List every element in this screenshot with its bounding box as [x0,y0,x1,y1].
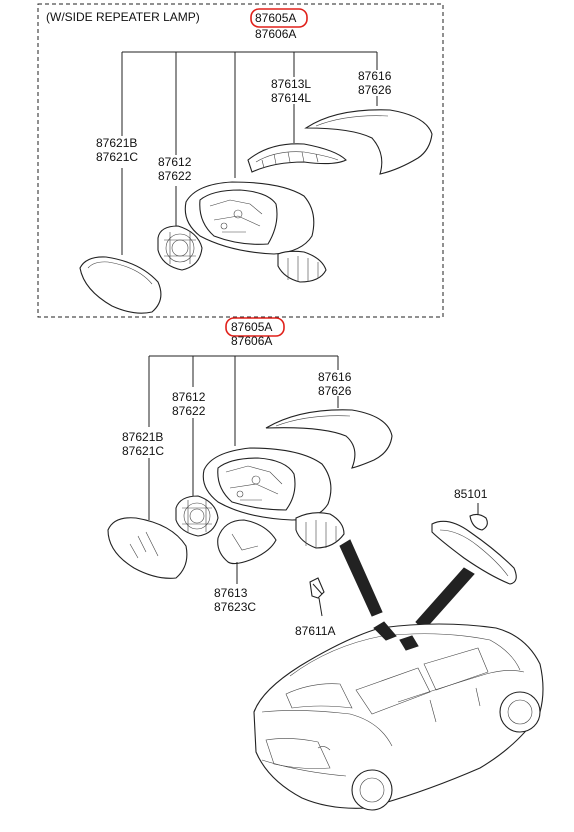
top-repeater-label-1[interactable]: 87613L [271,77,311,91]
top-actuator-label-2[interactable]: 87622 [158,169,192,183]
bottom-cover-label-1[interactable]: 87616 [318,370,352,384]
car-illustration [253,621,544,811]
top-assembly-number[interactable]: 87605A [255,11,296,25]
screw-label[interactable]: 87611A [295,624,335,638]
top-glass-label-2[interactable]: 87621C [96,150,138,164]
top-scalp-cover-part[interactable] [304,109,433,175]
top-repeater-lamp-part[interactable] [247,143,347,173]
bottom-actuator-label-1[interactable]: 87612 [172,390,206,404]
top-assembly-highlight [250,8,308,28]
bottom-assembly-sub[interactable]: 87606A [231,334,272,348]
bottom-repeater-cap-part[interactable] [217,519,277,584]
top-mirror-glass-part[interactable] [79,256,162,314]
bottom-actuator-part[interactable] [175,495,219,537]
top-mirror-housing-part[interactable] [184,181,327,283]
bottom-actuator-label-2[interactable]: 87622 [172,404,206,418]
top-group-title: (W/SIDE REPEATER LAMP) [46,10,200,24]
bottom-cap-label-1[interactable]: 87613 [214,586,248,600]
screw-part[interactable] [309,577,325,617]
top-glass-label-1[interactable]: 87621B [96,136,137,150]
bottom-cap-label-2[interactable]: 87623C [214,600,256,614]
top-cover-label-2[interactable]: 87626 [358,83,392,97]
inside-mirror-part[interactable] [431,513,517,585]
bottom-assembly-highlight [225,317,285,337]
bottom-mirror-housing-part[interactable] [202,447,345,549]
inside-mirror-label[interactable]: 85101 [454,487,488,501]
top-group-frame [37,3,444,318]
top-assembly-sub[interactable]: 87606A [255,27,296,41]
pointer-inside-mirror [415,567,475,631]
bottom-scalp-cover-part[interactable] [265,409,393,469]
bottom-glass-label-2[interactable]: 87621C [122,444,164,458]
top-actuator-part[interactable] [157,225,203,271]
top-leader-lines [121,51,378,255]
bottom-glass-label-1[interactable]: 87621B [122,430,163,444]
top-actuator-label-1[interactable]: 87612 [158,155,192,169]
bottom-cover-label-2[interactable]: 87626 [318,384,352,398]
bottom-assembly-number[interactable]: 87605A [231,320,272,334]
bottom-leader-lines [148,355,339,520]
top-cover-label-1[interactable]: 87616 [358,69,392,83]
top-repeater-label-2[interactable]: 87614L [271,91,311,105]
pointer-outer-mirror [339,539,383,617]
bottom-mirror-glass-part[interactable] [107,517,188,579]
